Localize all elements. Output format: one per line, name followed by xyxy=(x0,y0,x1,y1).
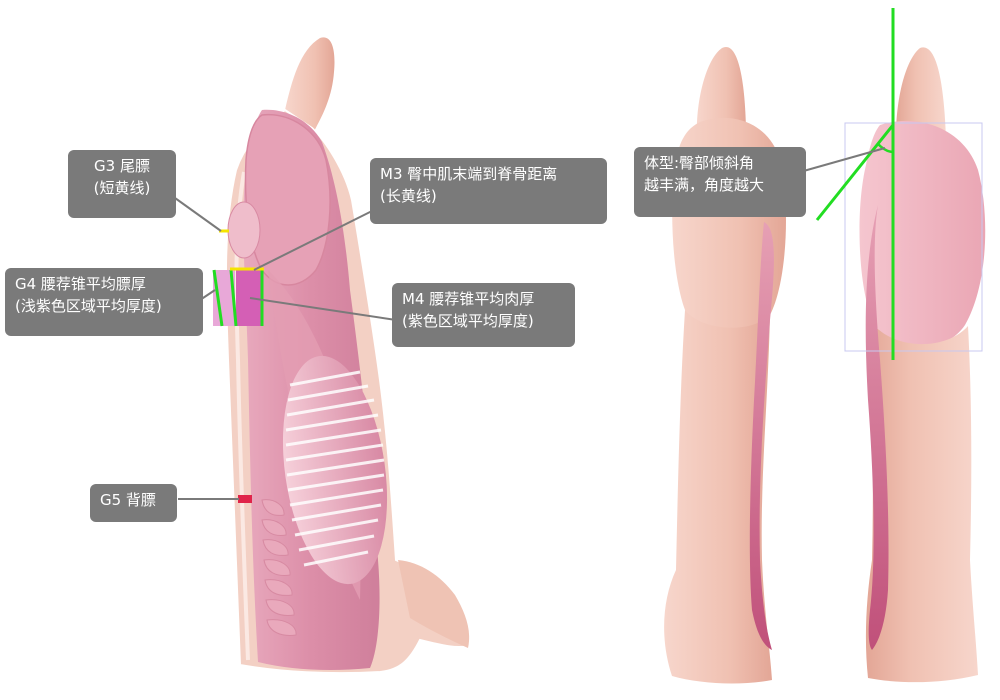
m4-label-line2: (紫色区域平均厚度) xyxy=(402,312,534,330)
ham-selection-box xyxy=(844,122,983,352)
shape-leader-line xyxy=(799,147,886,173)
g3-label-line2: (短黄线) xyxy=(93,179,151,197)
g4-label: G4 腰荐锥平均膘厚 (浅紫色区域平均厚度) xyxy=(5,268,203,336)
slope-line xyxy=(815,124,895,221)
g3-label-line1: G3 尾膘 xyxy=(94,157,150,175)
shape-label-line1: 体型:臀部倾斜角 xyxy=(644,154,755,172)
rib-stripes xyxy=(285,370,385,567)
right-half-ham xyxy=(859,120,986,348)
m4-muscle-region xyxy=(236,270,262,326)
hind-leg xyxy=(398,560,470,648)
right-half-body xyxy=(865,320,978,683)
left-half-tail xyxy=(696,46,746,140)
right-half-meat-strip xyxy=(865,205,889,650)
shape-label: 体型:臀部倾斜角 越丰满，角度越大 xyxy=(634,147,806,217)
rib-cage xyxy=(282,355,388,585)
g4-label-line2: (浅紫色区域平均厚度) xyxy=(15,297,162,315)
tail-skin xyxy=(285,37,335,135)
left-half-body xyxy=(664,310,772,684)
m4-label-line1: M4 腰荐锥平均肉厚 xyxy=(402,290,535,308)
m3-label-line2: (长黄线) xyxy=(380,187,437,205)
spine-vertebrae xyxy=(261,499,297,636)
m3-label: M3 臀中肌末端到脊骨距离 (长黄线) xyxy=(370,158,607,224)
left-half-meat-strip xyxy=(749,222,774,650)
g4-label-line1: G4 腰荐锥平均膘厚 xyxy=(15,275,146,293)
m4-green-line-left xyxy=(229,269,238,327)
lumbar-oval xyxy=(227,201,261,259)
g4-green-line-left xyxy=(212,269,224,327)
g5-label: G5 背膘 xyxy=(90,484,177,522)
g5-red-marker xyxy=(238,495,252,503)
leader-lines xyxy=(174,197,397,500)
g5-label-line1: G5 背膘 xyxy=(100,491,156,509)
left-carcass xyxy=(174,37,472,675)
shape-label-line2: 越丰满，角度越大 xyxy=(644,176,765,194)
right-carcasses xyxy=(664,8,986,684)
g3-label: G3 尾膘 (短黄线) xyxy=(68,150,176,218)
m4-label: M4 腰荐锥平均肉厚 (紫色区域平均厚度) xyxy=(392,283,575,347)
angle-arc xyxy=(877,143,894,154)
right-half-tail xyxy=(896,47,946,140)
m3-label-line1: M3 臀中肌末端到脊骨距离 xyxy=(380,165,558,183)
gluteus-muscle xyxy=(244,113,331,286)
